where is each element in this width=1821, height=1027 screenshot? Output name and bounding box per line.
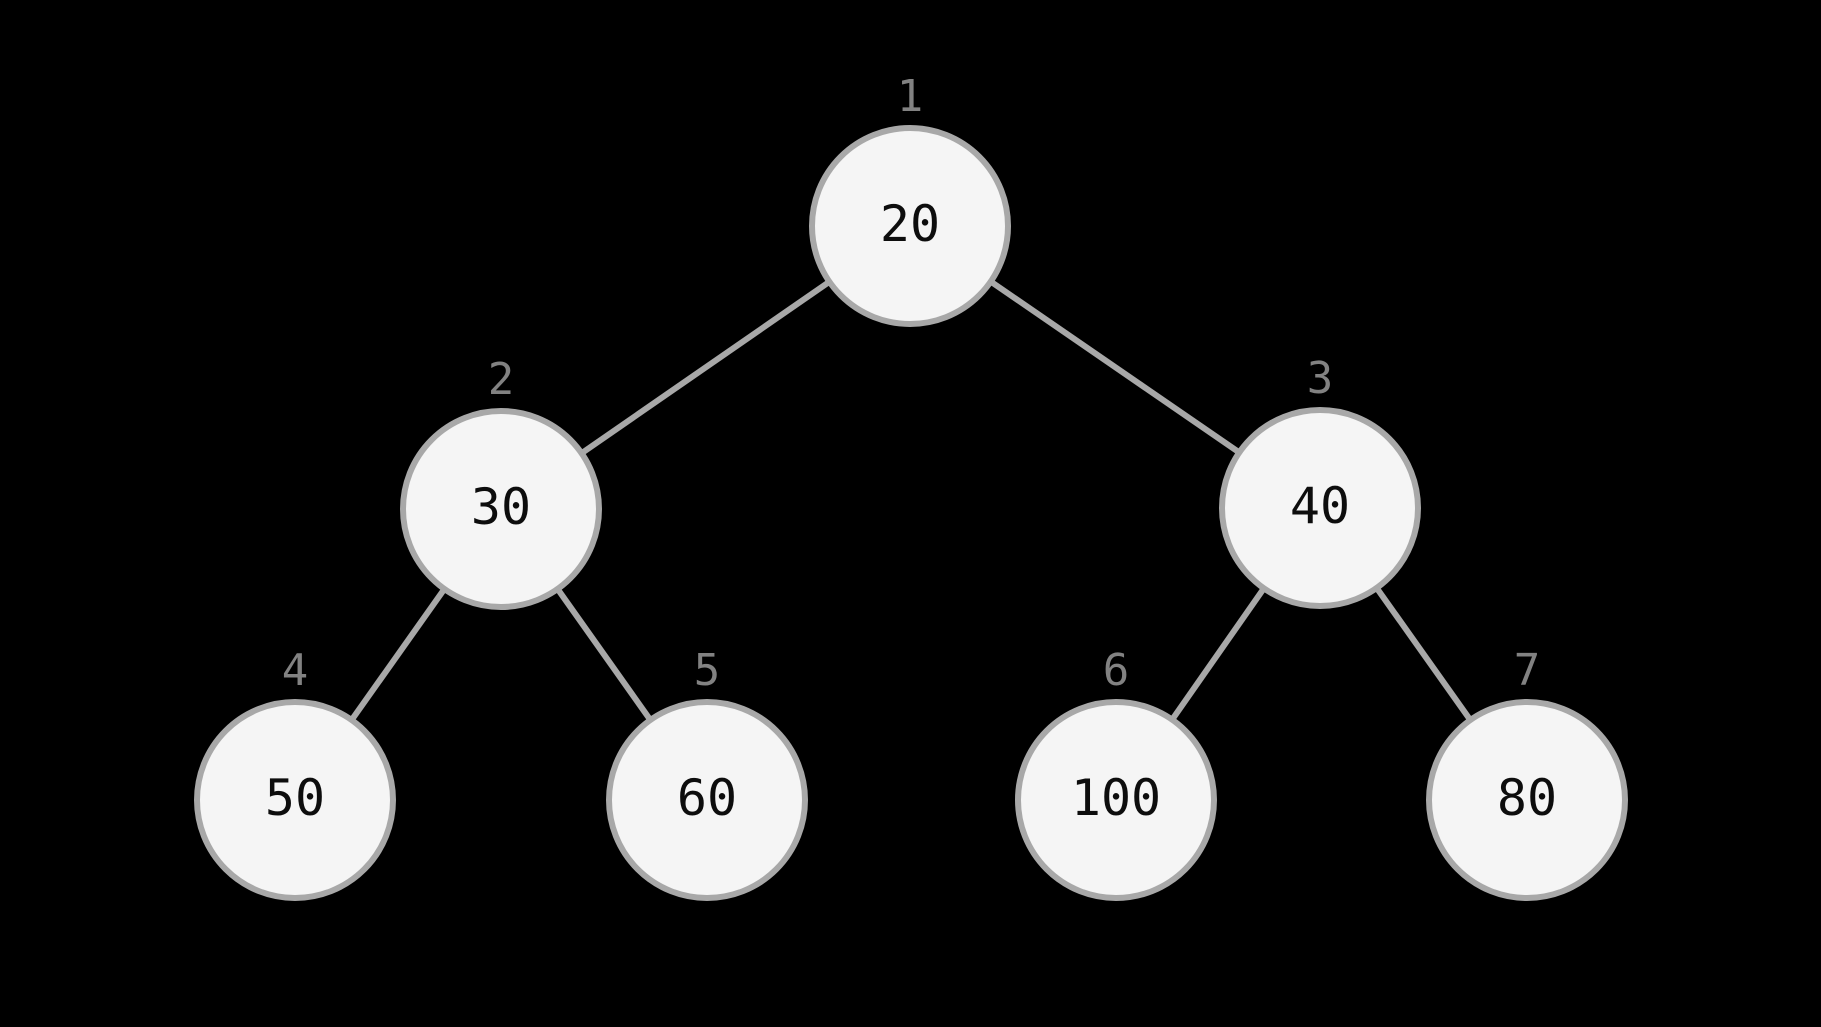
node-7-circle xyxy=(1426,699,1628,901)
node-1-circle xyxy=(809,125,1011,327)
node-1-index-label: 1 xyxy=(897,71,924,122)
node-2-circle xyxy=(400,408,602,610)
node-6-circle xyxy=(1015,699,1217,901)
tree-node-3: 3 40 xyxy=(1219,353,1421,609)
node-5-value: 60 xyxy=(677,769,737,827)
node-1-value: 20 xyxy=(880,195,940,253)
tree-node-6: 6 100 xyxy=(1015,645,1217,901)
node-4-circle xyxy=(194,699,396,901)
node-2-value: 30 xyxy=(471,478,531,536)
node-3-index-label: 3 xyxy=(1307,353,1334,404)
node-4-value: 50 xyxy=(265,769,325,827)
tree-node-7: 7 80 xyxy=(1426,645,1628,901)
node-7-index-label: 7 xyxy=(1514,645,1541,696)
node-4-index-label: 4 xyxy=(282,645,309,696)
tree-node-1: 1 20 xyxy=(809,71,1011,327)
node-3-value: 40 xyxy=(1290,477,1350,535)
node-6-value: 100 xyxy=(1071,769,1161,827)
tree-node-5: 5 60 xyxy=(606,645,808,901)
node-5-circle xyxy=(606,699,808,901)
tree-node-4: 4 50 xyxy=(194,645,396,901)
node-2-index-label: 2 xyxy=(488,354,515,405)
node-5-index-label: 5 xyxy=(694,645,721,696)
node-6-index-label: 6 xyxy=(1103,645,1130,696)
node-3-circle xyxy=(1219,407,1421,609)
node-7-value: 80 xyxy=(1497,769,1557,827)
tree-node-2: 2 30 xyxy=(400,354,602,610)
